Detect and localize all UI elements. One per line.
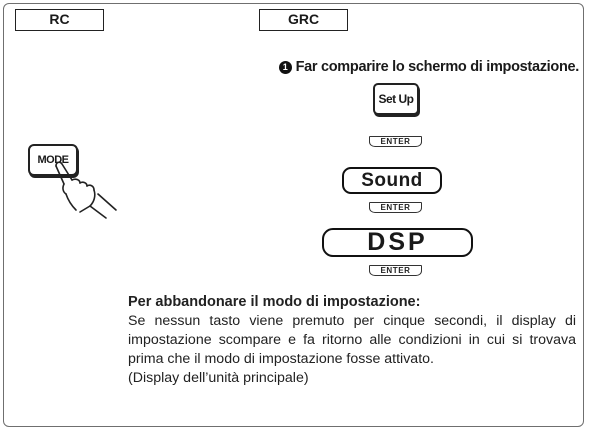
sound-display: Sound (342, 167, 442, 194)
dsp-display: DSP (322, 228, 473, 257)
enter-indicator: ENTER (369, 136, 422, 147)
grc-column-label: GRC (259, 9, 348, 31)
exit-setup-note: Per abbandonare il modo di impostazione:… (128, 293, 576, 388)
step-number-icon: 1 (278, 61, 292, 74)
rc-column-label: RC (15, 9, 104, 31)
mode-button[interactable]: MODE (28, 144, 78, 176)
pressing-hand-icon (55, 161, 117, 219)
setup-button[interactable]: Set Up (373, 83, 419, 115)
note-body: Se nessun tasto viene premuto per cinque… (128, 313, 576, 367)
step-heading-text: Far comparire lo schermo di impostazione… (295, 59, 580, 75)
enter-indicator: ENTER (369, 202, 422, 213)
note-title: Per abbandonare il modo di impostazione: (128, 294, 421, 310)
enter-indicator: ENTER (369, 265, 422, 276)
note-footnote: (Display dell’unità principale) (128, 370, 309, 386)
instruction-panel (3, 3, 584, 427)
mode-press-illustration: MODE (28, 144, 128, 224)
